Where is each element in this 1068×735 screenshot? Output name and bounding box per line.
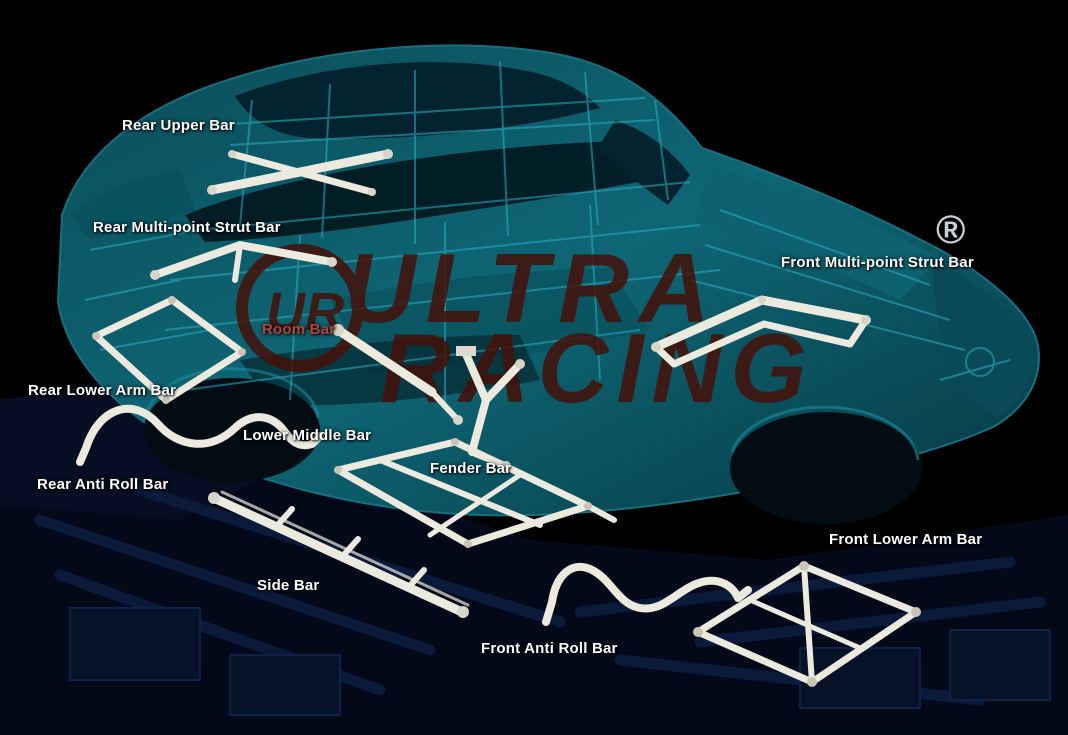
car-body-shell xyxy=(56,44,1040,524)
front-multi-point-strut-bar-part xyxy=(651,295,871,368)
watermark-logo: UR ULTRA RACING xyxy=(236,233,815,423)
rear-upper-bar-part xyxy=(207,149,393,196)
front-anti-roll-bar-part xyxy=(542,562,752,626)
label-rear-multi-point-strut-bar: Rear Multi-point Strut Bar xyxy=(93,219,281,236)
lower-middle-bar-part xyxy=(334,438,617,548)
label-fender-bar: Fender Bar xyxy=(430,460,512,477)
registered-trademark-icon: ® xyxy=(936,208,966,252)
label-rear-upper-bar: Rear Upper Bar xyxy=(122,117,235,134)
front-lower-arm-bar-part xyxy=(693,561,921,687)
label-lower-middle-bar: Lower Middle Bar xyxy=(243,427,372,444)
watermark-monogram: UR xyxy=(266,282,344,342)
rear-multi-point-strut-bar-part xyxy=(150,241,337,283)
rear-lower-arm-bar-part xyxy=(92,296,246,404)
label-rear-lower-arm-bar: Rear Lower Arm Bar xyxy=(28,382,177,399)
label-room-bar: Room Bar xyxy=(262,321,336,338)
label-front-anti-roll-bar: Front Anti Roll Bar xyxy=(481,640,618,657)
side-bar-part xyxy=(208,490,470,618)
label-front-lower-arm-bar: Front Lower Arm Bar xyxy=(829,531,983,548)
watermark-line1: ULTRA xyxy=(345,233,720,343)
room-bar-part xyxy=(332,324,463,425)
product-bars xyxy=(76,149,921,687)
rear-anti-roll-bar-part xyxy=(76,404,324,466)
watermark-line2: RACING xyxy=(380,313,815,423)
label-side-bar: Side Bar xyxy=(257,577,320,594)
fender-bar-part xyxy=(456,346,525,471)
label-front-multi-point-strut-bar: Front Multi-point Strut Bar xyxy=(781,254,974,271)
label-rear-anti-roll-bar: Rear Anti Roll Bar xyxy=(37,476,169,493)
